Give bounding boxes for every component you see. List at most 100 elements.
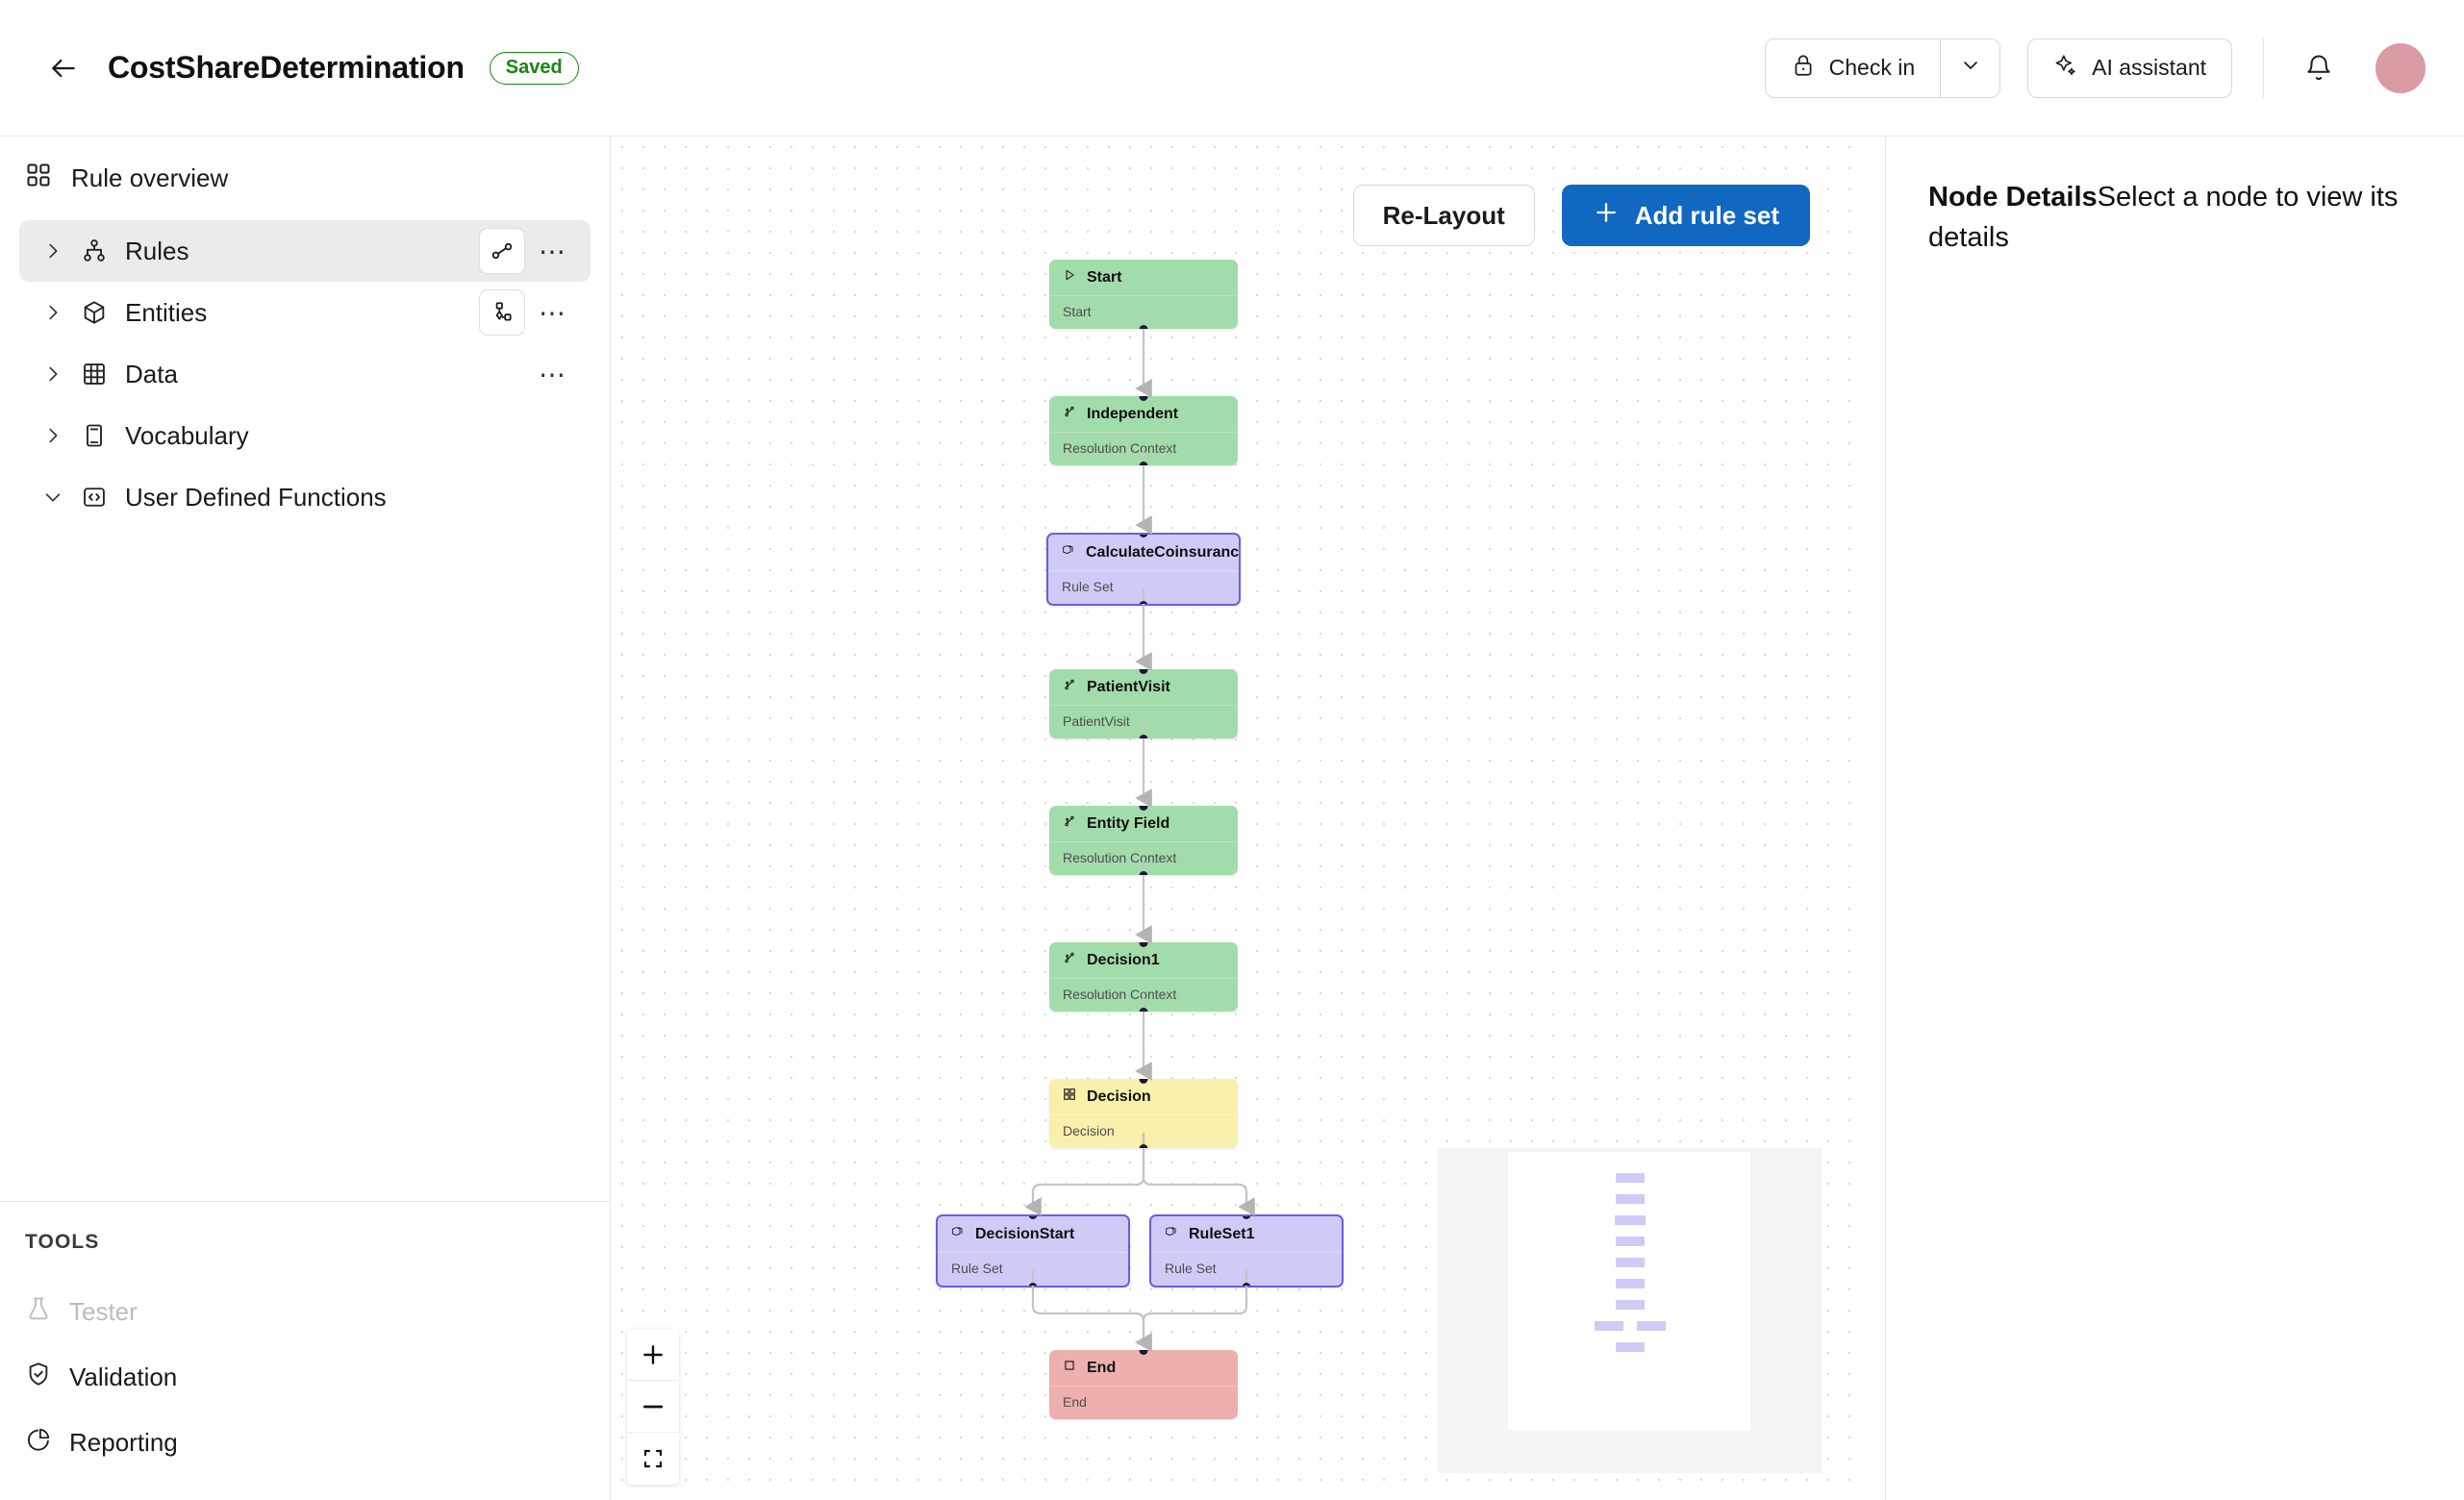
node-header: DecisionStart xyxy=(938,1216,1128,1252)
pie-chart-icon xyxy=(25,1426,52,1460)
node-subtitle: Resolution Context xyxy=(1063,987,1177,1002)
sidebar-item-data[interactable]: Data ⋯ xyxy=(19,343,591,405)
zoom-controls xyxy=(627,1329,679,1485)
minimap-node xyxy=(1595,1321,1623,1331)
canvas-toolbar: Re-Layout Add rule set xyxy=(1352,185,1810,246)
bell-icon[interactable] xyxy=(2295,44,2343,92)
book-icon xyxy=(73,422,115,449)
sidebar-item-rules[interactable]: Rules ⋯ xyxy=(19,220,591,282)
table-icon xyxy=(73,361,115,388)
node-subtitle: Resolution Context xyxy=(1063,440,1177,456)
node-subtitle: Rule Set xyxy=(1165,1261,1217,1276)
add-rule-set-button[interactable]: Add rule set xyxy=(1561,185,1810,246)
node-title: RuleSet1 xyxy=(1189,1225,1255,1242)
code-icon xyxy=(73,484,115,511)
node-port-in[interactable] xyxy=(1028,1216,1038,1219)
node-port-in[interactable] xyxy=(1139,396,1148,401)
minimap[interactable] xyxy=(1437,1148,1822,1473)
play-icon xyxy=(1063,268,1076,287)
node-subtitle: Start xyxy=(1063,304,1092,319)
sidebar-item-entities[interactable]: Entities ⋯ xyxy=(19,282,591,343)
branch-icon xyxy=(1063,951,1076,969)
node-subtitle: Decision xyxy=(1063,1123,1115,1138)
ai-assistant-button[interactable]: AI assistant xyxy=(2027,38,2232,98)
chevron-right-icon[interactable] xyxy=(33,425,73,446)
node-port-in[interactable] xyxy=(1139,535,1148,538)
sidebar-item-menu-button[interactable]: ⋯ xyxy=(539,236,567,266)
node-port-out[interactable] xyxy=(1028,1283,1038,1286)
node-divider xyxy=(1049,432,1238,433)
tool-item-tester[interactable]: Tester xyxy=(25,1279,610,1344)
chevron-right-icon[interactable] xyxy=(33,302,73,323)
tool-item-reporting[interactable]: Reporting xyxy=(25,1410,610,1475)
node-port-out[interactable] xyxy=(1139,1007,1148,1012)
zoom-in-button[interactable] xyxy=(627,1329,679,1381)
sidebar-item-label: User Defined Functions xyxy=(125,482,387,512)
node-subtitle: Rule Set xyxy=(951,1261,1003,1276)
sidebar-item-label: Entities xyxy=(125,297,208,327)
chevron-right-icon[interactable] xyxy=(33,363,73,385)
minimap-node xyxy=(1616,1279,1645,1288)
chevron-right-icon[interactable] xyxy=(33,240,73,262)
node-port-in[interactable] xyxy=(1139,1079,1148,1084)
node-port-out[interactable] xyxy=(1139,461,1148,465)
header-divider xyxy=(2263,38,2264,98)
flow-canvas[interactable]: Start Start Independent Resolution Conte… xyxy=(612,137,1856,1500)
flow-node-end[interactable]: End End xyxy=(1049,1350,1238,1419)
ruleset-icon xyxy=(1165,1225,1178,1243)
relayout-button[interactable]: Re-Layout xyxy=(1352,185,1535,246)
node-port-out[interactable] xyxy=(1242,1283,1251,1286)
stop-icon xyxy=(1063,1359,1076,1377)
flow-node-decision1[interactable]: Decision1 Resolution Context xyxy=(1049,942,1238,1012)
branch-icon xyxy=(1063,678,1076,696)
back-arrow-icon[interactable] xyxy=(44,49,83,88)
node-port-out[interactable] xyxy=(1139,1143,1148,1148)
flow-node-entity-field[interactable]: Entity Field Resolution Context xyxy=(1049,806,1238,875)
fit-view-icon[interactable] xyxy=(627,1433,679,1485)
node-details-text: Node DetailsSelect a node to view its de… xyxy=(1928,177,2422,258)
node-title: CalculateCoinsurance xyxy=(1086,543,1241,561)
check-in-label: Check in xyxy=(1828,55,1916,80)
check-in-button[interactable]: Check in xyxy=(1766,39,1940,97)
tools-section: TOOLS Tester Validation Reporting xyxy=(0,1201,610,1500)
sidebar-item-vocabulary[interactable]: Vocabulary xyxy=(19,405,591,466)
minimap-node xyxy=(1616,1300,1645,1310)
entity-graph-icon[interactable] xyxy=(479,289,525,336)
sidebar-item-user-defined-functions[interactable]: User Defined Functions xyxy=(19,466,591,528)
node-port-out[interactable] xyxy=(1139,324,1148,329)
zoom-out-button[interactable] xyxy=(627,1381,679,1433)
node-header: End xyxy=(1049,1350,1238,1386)
minimap-node xyxy=(1637,1321,1666,1331)
ruleset-icon xyxy=(1062,543,1075,562)
node-header: Entity Field xyxy=(1049,806,1238,841)
node-port-out[interactable] xyxy=(1139,734,1148,738)
node-port-in[interactable] xyxy=(1242,1216,1251,1219)
node-port-in[interactable] xyxy=(1139,1350,1148,1355)
header-left-group: CostShareDetermination Saved xyxy=(0,49,579,88)
sidebar-item-menu-button[interactable]: ⋯ xyxy=(539,297,567,328)
node-title: DecisionStart xyxy=(975,1225,1075,1242)
node-port-in[interactable] xyxy=(1139,942,1148,947)
node-port-in[interactable] xyxy=(1139,806,1148,811)
cube-icon xyxy=(73,299,115,326)
sidebar-item-rule-overview[interactable]: Rule overview xyxy=(0,137,610,220)
node-title: Decision1 xyxy=(1087,951,1160,968)
link-nodes-icon[interactable] xyxy=(479,228,525,274)
sidebar-item-menu-button[interactable]: ⋯ xyxy=(539,359,567,389)
node-port-out[interactable] xyxy=(1139,601,1148,604)
node-details-empty-message: Select a node to view its details xyxy=(1928,182,2399,254)
minimap-node xyxy=(1616,1342,1645,1352)
branch-icon xyxy=(1063,405,1076,423)
node-title: Start xyxy=(1087,268,1122,286)
node-divider xyxy=(1049,705,1238,706)
node-port-out[interactable] xyxy=(1139,870,1148,875)
chevron-down-icon[interactable] xyxy=(33,487,73,508)
hierarchy-icon xyxy=(73,238,115,264)
sidebar: Rule overview Rules ⋯ Enti xyxy=(0,137,611,1500)
node-port-in[interactable] xyxy=(1139,669,1148,674)
tool-item-validation[interactable]: Validation xyxy=(25,1344,610,1410)
avatar[interactable] xyxy=(2376,42,2426,93)
node-header: Decision1 xyxy=(1049,942,1238,978)
check-in-dropdown-caret[interactable] xyxy=(1940,38,1999,97)
node-divider xyxy=(1049,841,1238,842)
